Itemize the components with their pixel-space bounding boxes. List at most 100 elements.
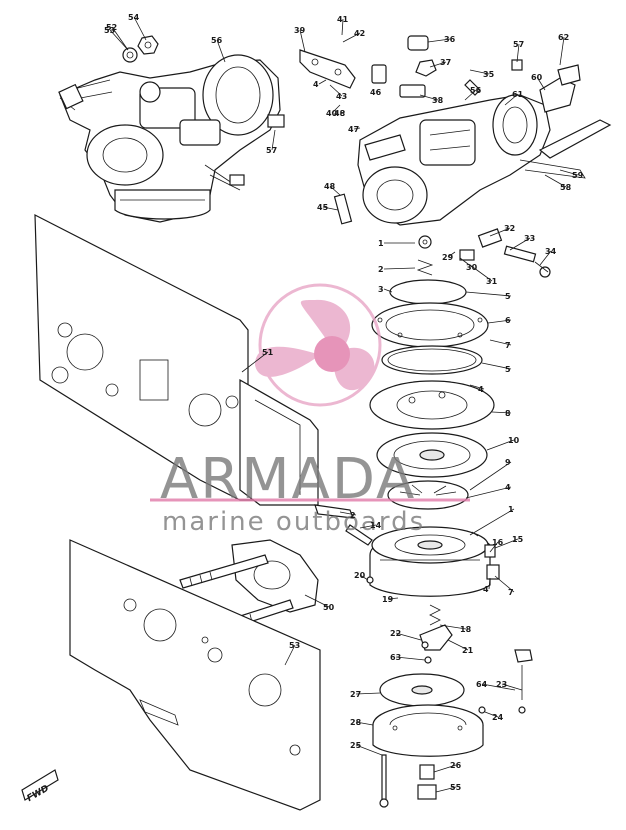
callout-7: 7 — [505, 341, 511, 350]
callout-leader-54 — [133, 16, 147, 41]
callout-28: 28 — [350, 718, 362, 727]
callout-leader-50 — [304, 594, 330, 608]
carburetor-right — [357, 94, 612, 226]
callout-38: 38 — [432, 96, 444, 105]
pump-cover-screw-1 — [418, 235, 432, 249]
callout-leader-40 — [331, 104, 341, 114]
callout-4: 4 — [505, 483, 511, 492]
callout-15: 15 — [512, 535, 524, 544]
callout-leader-9 — [469, 461, 512, 491]
armada-watermark: ARMADA marine outboards — [150, 283, 470, 537]
callout-leader-42 — [342, 32, 361, 43]
callout-36: 36 — [444, 35, 456, 44]
callout-leader-21 — [447, 639, 469, 651]
callout-2: 2 — [350, 511, 356, 520]
callout-54: 54 — [128, 13, 140, 22]
callout-4: 4 — [478, 385, 484, 394]
pump-body — [369, 526, 491, 597]
valve-plate-10 — [376, 432, 488, 478]
callout-26: 26 — [450, 761, 462, 770]
callout-leader-59 — [559, 169, 579, 176]
callout-leader-55 — [435, 786, 457, 793]
callout-leader-63 — [395, 656, 426, 661]
callout-57: 57 — [266, 146, 277, 155]
propeller-hub-icon — [314, 336, 350, 372]
callout-50: 50 — [323, 603, 335, 612]
callout-53: 53 — [289, 641, 300, 650]
callout-leader-24 — [484, 711, 499, 718]
callout-47: 47 — [348, 125, 359, 134]
callout-leader-27 — [355, 692, 381, 695]
callout-leader-39 — [299, 29, 306, 53]
screw-28 — [379, 754, 389, 808]
callout-leader-33 — [509, 237, 531, 251]
callout-14: 14 — [370, 521, 382, 530]
callout-8: 8 — [505, 409, 511, 418]
callout-5: 5 — [505, 292, 511, 301]
callout-leader-10 — [486, 439, 515, 451]
callout-48: 48 — [324, 182, 336, 191]
callout-6: 6 — [505, 316, 511, 325]
valve-9 — [387, 480, 469, 510]
callout-leader-2 — [339, 511, 357, 516]
callout-56: 56 — [211, 36, 223, 45]
callout-leader-6 — [487, 319, 512, 324]
callout-39: 39 — [294, 26, 306, 35]
gasket-51 — [231, 539, 319, 613]
link-12 — [314, 504, 373, 546]
callout-4: 4 — [313, 80, 319, 89]
ring-27 — [478, 706, 486, 714]
callout-leader-25 — [355, 744, 383, 756]
callout-leader-28 — [355, 721, 374, 726]
callout-leader-1 — [469, 508, 515, 536]
callout-3: 3 — [378, 285, 384, 294]
callout-1: 1 — [378, 239, 384, 248]
callout-53: 53 — [104, 26, 115, 35]
callout-1: 1 — [508, 505, 514, 514]
watermark-tagline: marine outboards — [162, 507, 425, 537]
callout-leader-51 — [241, 351, 269, 373]
callout-29: 29 — [442, 253, 454, 262]
plate-50 — [69, 539, 321, 811]
callout-leader-3 — [383, 288, 393, 293]
callout-leader-29 — [447, 251, 456, 258]
callout-leader-36 — [427, 38, 451, 43]
callout-leader-15 — [494, 538, 519, 549]
callout-leader-5 — [481, 362, 512, 370]
callout-leaders — [109, 16, 579, 793]
callout-21: 21 — [462, 646, 474, 655]
callout-leader-7 — [494, 575, 515, 593]
callout-leader-37 — [429, 61, 447, 68]
callout-leader-8 — [491, 411, 512, 414]
callout-leader-18 — [439, 624, 467, 630]
callout-leader-14 — [359, 524, 377, 529]
callout-52: 52 — [106, 23, 117, 32]
o-ring-5 — [381, 345, 483, 375]
callout-30: 30 — [466, 263, 478, 272]
callout-37: 37 — [440, 58, 451, 67]
callout-leader-34 — [539, 250, 552, 266]
callout-40: 40 — [326, 109, 338, 118]
callout-61: 61 — [512, 90, 524, 99]
check-valve-parts — [366, 531, 500, 584]
float-bowl-top-parts — [333, 35, 581, 225]
callout-62: 62 — [558, 33, 569, 42]
callout-33: 33 — [524, 234, 535, 243]
washer-55 — [122, 47, 138, 63]
watermark-brand: ARMADA — [160, 447, 416, 512]
callout-leader-53 — [109, 29, 129, 51]
callout-leader-45 — [322, 206, 339, 211]
callout-22: 22 — [390, 629, 401, 638]
callout-leader-19 — [387, 597, 399, 600]
callout-20: 20 — [354, 571, 366, 580]
callout-41: 41 — [337, 15, 349, 24]
diaphragm-23 — [379, 673, 465, 707]
callout-leader-41 — [341, 18, 344, 36]
callout-58: 58 — [560, 183, 572, 192]
callout-leader-32 — [489, 227, 511, 237]
callout-18: 18 — [460, 625, 472, 634]
callout-leader-30 — [459, 257, 473, 268]
nut-54 — [137, 35, 159, 55]
